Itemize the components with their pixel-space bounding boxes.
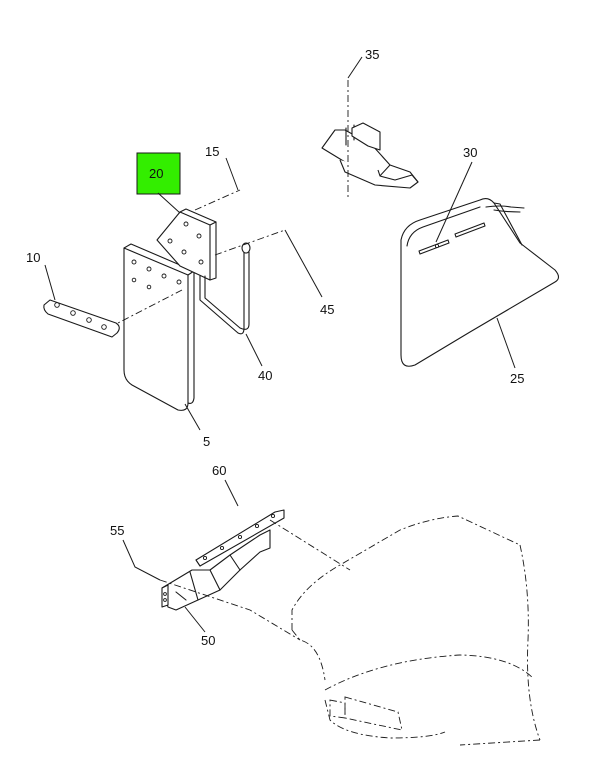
callout-35[interactable]: 35 (365, 47, 379, 62)
callout-25[interactable]: 25 (510, 371, 524, 386)
part-5-mud-flap (123, 243, 195, 411)
callout-15[interactable]: 15 (205, 144, 219, 159)
callout-50[interactable]: 50 (201, 633, 215, 648)
callout-40[interactable]: 40 (258, 368, 272, 383)
callouts: 35 15 20 30 10 45 40 25 5 60 55 50 (26, 47, 524, 648)
callout-30[interactable]: 30 (463, 145, 477, 160)
assembly-lines (117, 80, 351, 641)
hood-fender-outline (291, 515, 541, 746)
part-40-wire-hanger (199, 242, 251, 335)
callout-5[interactable]: 5 (203, 434, 210, 449)
callout-45[interactable]: 45 (320, 302, 334, 317)
part-20-bracket (156, 208, 217, 281)
leader-lines (44, 56, 516, 633)
selected-callout-highlight (136, 152, 181, 195)
part-10-plate-strip (43, 299, 120, 338)
part-50-fender-bracket (161, 509, 285, 611)
callout-55[interactable]: 55 (110, 523, 124, 538)
part-25-large-flap (400, 197, 560, 367)
part-35-clamp (321, 122, 419, 189)
callout-20[interactable]: 20 (149, 166, 163, 181)
callout-60[interactable]: 60 (212, 463, 226, 478)
callout-10[interactable]: 10 (26, 250, 40, 265)
